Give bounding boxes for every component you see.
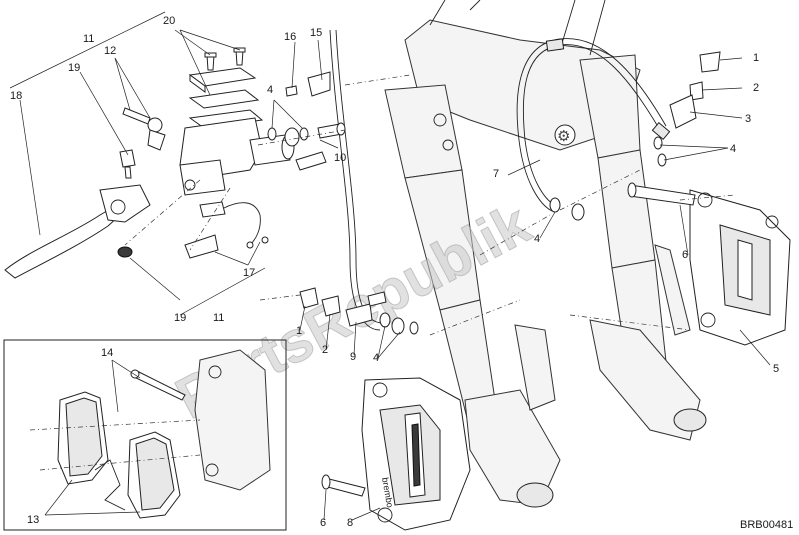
callout-19-top: 19 bbox=[68, 62, 80, 74]
front-fork: ⚙ bbox=[384, 0, 707, 508]
callout-4-mid: 4 bbox=[534, 233, 540, 245]
callout-12: 12 bbox=[104, 45, 116, 57]
callout-18: 18 bbox=[10, 90, 22, 102]
brake-pads-inset bbox=[3, 339, 287, 531]
callout-20: 20 bbox=[163, 15, 175, 27]
drawing-code: BRB00481 bbox=[740, 519, 793, 531]
master-cylinder-assembly bbox=[4, 47, 346, 279]
callout-16: 16 bbox=[284, 31, 296, 43]
gear-icon: ⚙ bbox=[557, 127, 570, 145]
callout-2-top: 2 bbox=[753, 82, 759, 94]
callout-13: 13 bbox=[27, 514, 39, 526]
callout-15: 15 bbox=[310, 27, 322, 39]
callout-3-top: 3 bbox=[745, 113, 751, 125]
callout-14: 14 bbox=[101, 347, 113, 359]
callout-4-top: 4 bbox=[730, 143, 736, 155]
callout-4-lever: 4 bbox=[267, 84, 273, 96]
brake-caliper-left: brembo bbox=[321, 377, 471, 531]
leader-lines bbox=[9, 11, 771, 521]
callout-11-bottom: 11 bbox=[213, 312, 224, 324]
callout-17: 17 bbox=[243, 267, 255, 279]
callout-9: 9 bbox=[350, 351, 356, 363]
callout-4-bottom: 4 bbox=[373, 352, 379, 364]
bleed-fittings bbox=[299, 287, 419, 335]
callout-1-top: 1 bbox=[753, 52, 759, 64]
callout-6-bottom: 6 bbox=[320, 517, 326, 529]
callout-1-bottom: 1 bbox=[296, 325, 302, 337]
callout-5: 5 bbox=[773, 363, 779, 375]
brake-caliper-right bbox=[627, 182, 791, 346]
callout-10: 10 bbox=[334, 152, 346, 164]
assembly-guides bbox=[29, 74, 736, 471]
callout-7: 7 bbox=[493, 168, 499, 180]
callout-6-right: 6 bbox=[682, 249, 688, 261]
callout-2-bottom: 2 bbox=[322, 344, 328, 356]
callout-labels: 1 2 3 4 5 6 7 4 4 11 11 12 10 15 16 17 1… bbox=[10, 15, 779, 529]
callout-19-bottom: 19 bbox=[174, 312, 186, 324]
callout-11-top: 11 bbox=[83, 33, 94, 45]
hose-fittings-top bbox=[549, 51, 721, 221]
callout-8: 8 bbox=[347, 517, 353, 529]
